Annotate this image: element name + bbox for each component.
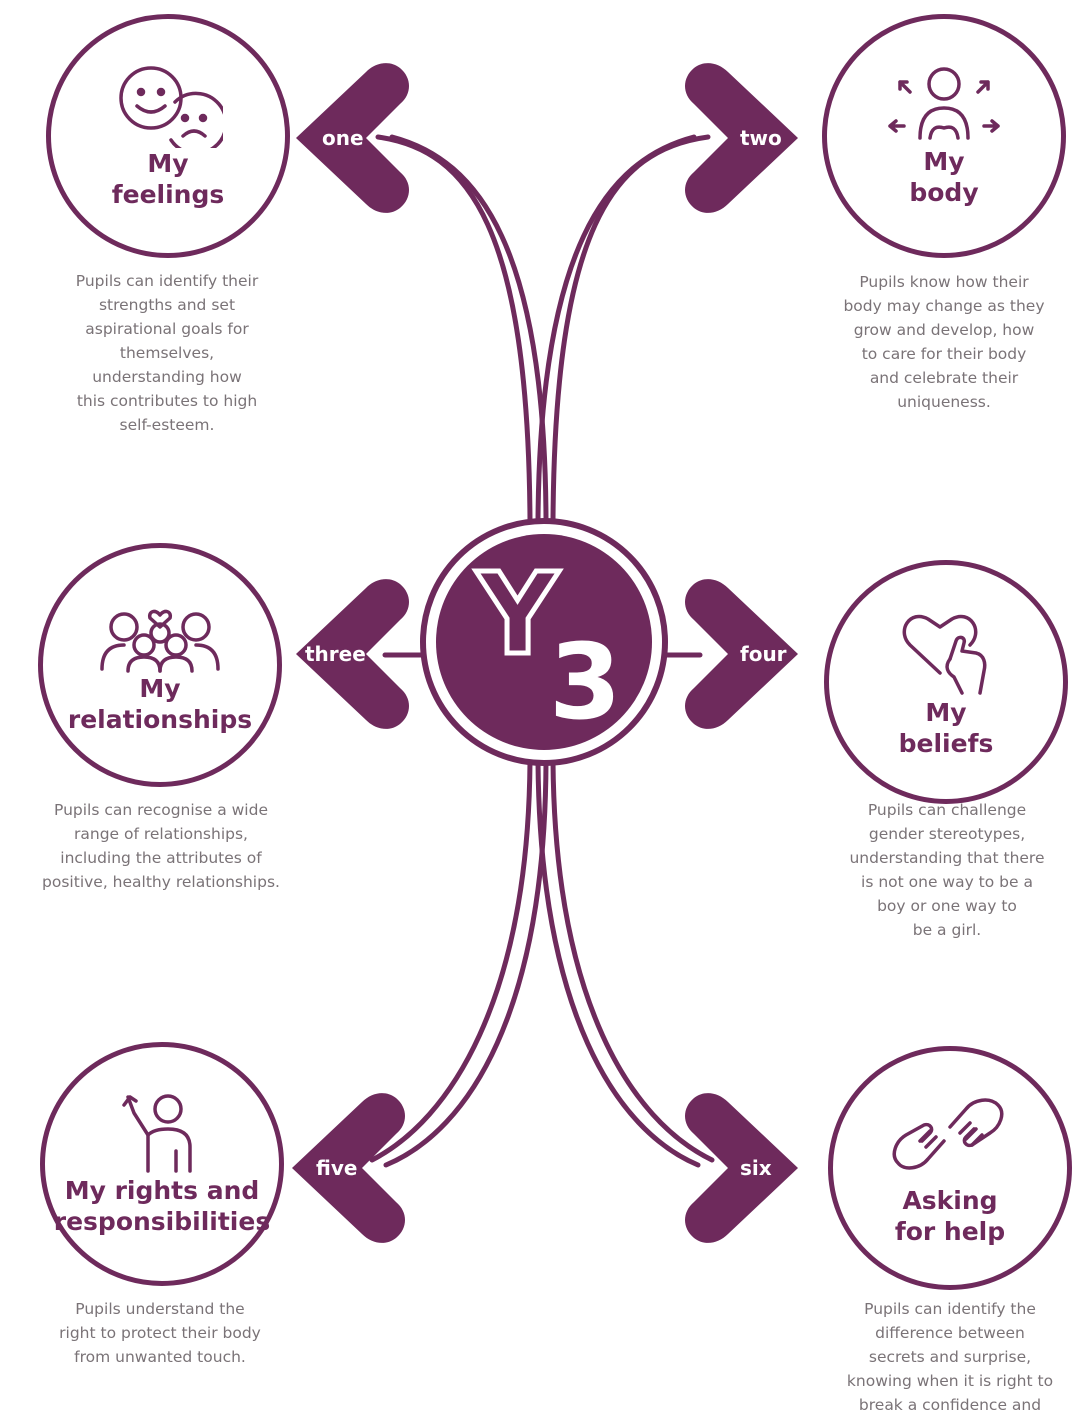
topic-label-five: five (316, 1156, 358, 1180)
topic-label-three: three (305, 642, 366, 666)
topic-circle-my-beliefs: My beliefs (824, 560, 1068, 804)
topic-title: My beliefs (898, 698, 994, 758)
topic-arrow-one (296, 63, 409, 213)
topic-description: Pupils can challenge gender stereotypes,… (849, 801, 1045, 939)
topic-title: My relationships (67, 674, 253, 734)
year-number: 3 (549, 621, 622, 743)
topic-label-four: four (740, 642, 787, 666)
happy-sad-faces-icon (119, 66, 223, 148)
helping-hands-icon (892, 1098, 1004, 1170)
year-letter: Y (474, 550, 560, 680)
topic-description: Pupils know how their body may change as… (843, 273, 1045, 411)
topic-circle-my-rights-and-responsibilities: My rights and responsibilities (40, 1042, 284, 1286)
topic-circle-my-feelings: My feelings (46, 14, 290, 258)
topic-circle-my-relationships: My relationships (38, 543, 282, 787)
person-growth-icon (888, 67, 1000, 140)
topic-title: My feelings (111, 149, 225, 209)
year-badge: Y 3 (419, 517, 669, 767)
topic-circle-my-body: My body (822, 14, 1066, 258)
topic-title: Asking for help (894, 1186, 1006, 1246)
topic-circle-asking-for-help: Asking for help (828, 1046, 1072, 1290)
topic-arrow-three (296, 579, 409, 729)
topic-description: Pupils can recognise a wide range of rel… (42, 801, 280, 891)
topic-description: Pupils can identify the difference betwe… (846, 1300, 1054, 1414)
topic-arrow-five (292, 1093, 405, 1243)
topic-label-six: six (740, 1156, 772, 1180)
heart-hand-icon (902, 614, 987, 695)
topic-title: My rights and responsibilities (53, 1176, 271, 1236)
topic-title: My body (909, 147, 979, 207)
topic-arrow-six (685, 1093, 798, 1243)
topic-label-one: one (322, 126, 364, 150)
topic-arrow-two (685, 63, 798, 213)
topic-description: Pupils can identify their strengths and … (75, 272, 259, 434)
topic-arrow-four (685, 579, 798, 729)
topic-description: Pupils understand the right to protect t… (59, 1300, 261, 1366)
raised-hand-person-icon (122, 1094, 192, 1173)
topic-label-two: two (740, 126, 782, 150)
group-heart-icon (100, 609, 220, 673)
